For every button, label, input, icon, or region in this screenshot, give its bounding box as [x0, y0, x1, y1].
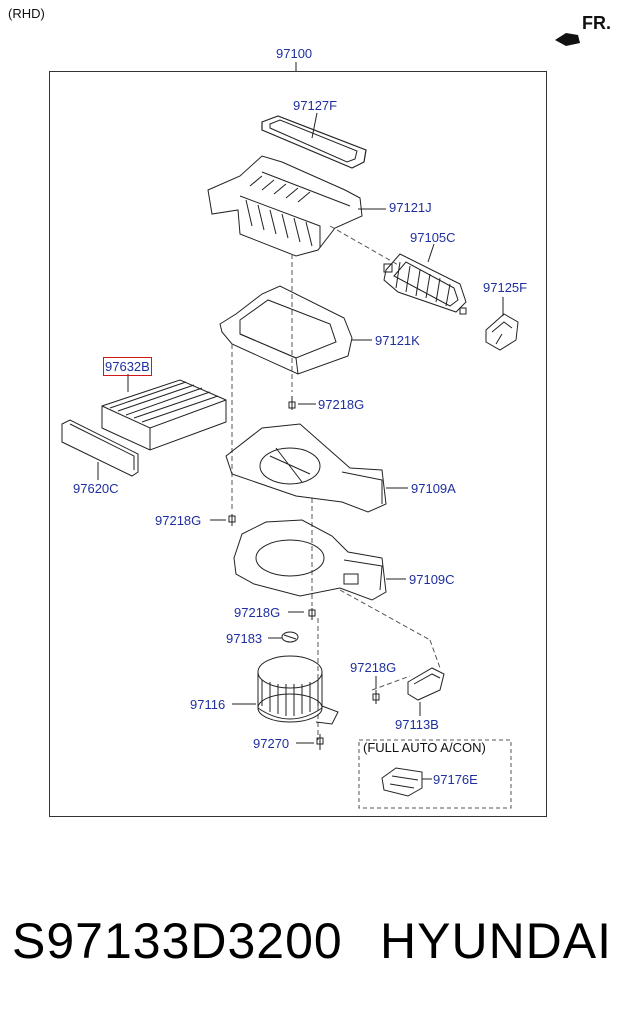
case-frame-97121K — [219, 285, 353, 375]
part-label-97632B-highlighted[interactable]: 97632B — [103, 357, 152, 376]
part-label-97176E[interactable]: 97176E — [433, 772, 478, 787]
cabin-filter-97632B — [101, 379, 227, 451]
assembly-label: 97100 — [276, 46, 313, 61]
part-label-97116[interactable]: 97116 — [190, 697, 226, 712]
blower-case-lower-97109C — [233, 519, 387, 601]
screw-97218G-d — [372, 690, 380, 704]
part-label-97183[interactable]: 97183 — [226, 631, 263, 646]
part-label-97218G-c[interactable]: 97218G — [234, 605, 281, 620]
part-label-97109C[interactable]: 97109C — [409, 572, 455, 587]
clip-97183 — [281, 631, 299, 643]
part-label-97127F[interactable]: 97127F — [293, 98, 338, 113]
gasket-97127F — [261, 115, 367, 169]
part-label-97125F[interactable]: 97125F — [483, 280, 528, 295]
evaporator-97105C — [383, 253, 467, 315]
part-label-97105C[interactable]: 97105C — [410, 230, 456, 245]
option-box-title: (FULL AUTO A/CON) — [363, 740, 486, 755]
diagram-frame — [49, 71, 547, 817]
footer-part-number: S97133D3200 — [12, 913, 343, 969]
part-label-97113B[interactable]: 97113B — [395, 717, 439, 732]
part-label-97218G-d[interactable]: 97218G — [350, 660, 397, 675]
resistor-97113B — [407, 667, 445, 701]
blower-motor-97116 — [257, 655, 339, 725]
direction-label: FR. — [582, 13, 611, 33]
blower-case-upper-97109A — [225, 423, 387, 513]
part-label-97270[interactable]: 97270 — [253, 736, 290, 751]
part-label-97218G-b[interactable]: 97218G — [155, 513, 202, 528]
part-label-97218G-a[interactable]: 97218G — [318, 397, 365, 412]
screw-97270 — [316, 734, 324, 750]
sensor-97125F — [485, 313, 519, 351]
screw-97218G-a — [288, 396, 296, 410]
power-transistor-97176E — [381, 767, 423, 797]
variant-label: (RHD) — [8, 6, 45, 21]
footer-brand: HYUNDAI — [380, 913, 613, 969]
part-label-97121K[interactable]: 97121K — [375, 333, 420, 348]
part-label-97121J[interactable]: 97121J — [389, 200, 432, 215]
upper-case-97121J — [207, 155, 363, 257]
filter-cover-97620C — [61, 419, 139, 477]
screw-97218G-b — [228, 514, 236, 526]
part-label-97109A[interactable]: 97109A — [411, 481, 456, 496]
screw-97218G-c — [308, 608, 316, 620]
part-label-97620C[interactable]: 97620C — [73, 481, 119, 496]
